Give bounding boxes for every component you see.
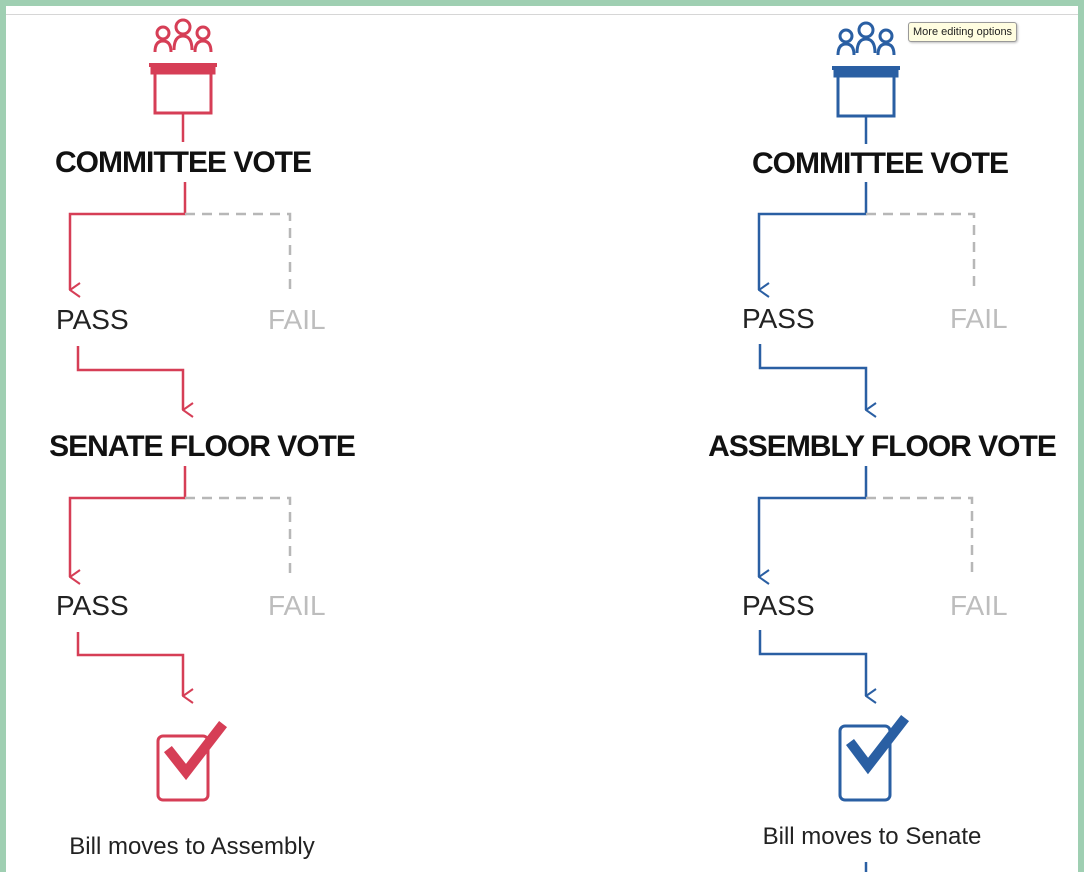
result-label: Bill moves to Assembly <box>69 833 314 860</box>
fail-branch-line <box>185 496 292 577</box>
more-editing-options-tooltip: More editing options <box>908 22 1018 42</box>
legislative-process-diagram: COMMITTEE VOTE PASS FAIL SENATE FLOOR VO… <box>49 18 1057 872</box>
fail-branch-line <box>185 212 292 290</box>
diagram-frame: COMMITTEE VOTE PASS FAIL SENATE FLOOR VO… <box>6 6 1078 872</box>
pass-label: PASS <box>742 590 815 621</box>
pass-branch-arrow <box>68 466 187 577</box>
pass-branch-arrow <box>757 466 868 577</box>
fail-label: FAIL <box>950 590 1008 621</box>
committee-vote-label: COMMITTEE VOTE <box>55 146 311 179</box>
fail-branch-line <box>866 212 976 290</box>
checkbox-checked-icon <box>838 714 910 802</box>
committee-vote-label: COMMITTEE VOTE <box>752 147 1008 180</box>
fail-label: FAIL <box>268 304 326 335</box>
pass-to-floor-arrow <box>758 344 866 410</box>
committee-podium-icon <box>149 18 217 115</box>
checkbox-checked-icon <box>156 720 228 802</box>
pass-branch-arrow <box>757 182 868 290</box>
pass-label: PASS <box>742 303 815 334</box>
top-border-line <box>6 14 1078 15</box>
assembly-flow: COMMITTEE VOTE PASS FAIL ASSEMBLY FLOOR … <box>708 21 1057 872</box>
pass-to-floor-arrow <box>76 346 183 410</box>
fail-label: FAIL <box>950 303 1008 334</box>
committee-podium-icon <box>832 21 900 118</box>
floor-vote-label: ASSEMBLY FLOOR VOTE <box>708 430 1056 463</box>
fail-label: FAIL <box>268 590 326 621</box>
fail-branch-line <box>866 496 974 577</box>
result-label: Bill moves to Senate <box>763 823 982 850</box>
pass-to-result-arrow <box>758 630 866 696</box>
pass-label: PASS <box>56 590 129 621</box>
pass-branch-arrow <box>68 182 187 290</box>
pass-label: PASS <box>56 304 129 335</box>
floor-vote-label: SENATE FLOOR VOTE <box>49 430 355 463</box>
senate-flow: COMMITTEE VOTE PASS FAIL SENATE FLOOR VO… <box>49 18 356 860</box>
pass-to-result-arrow <box>76 632 183 696</box>
